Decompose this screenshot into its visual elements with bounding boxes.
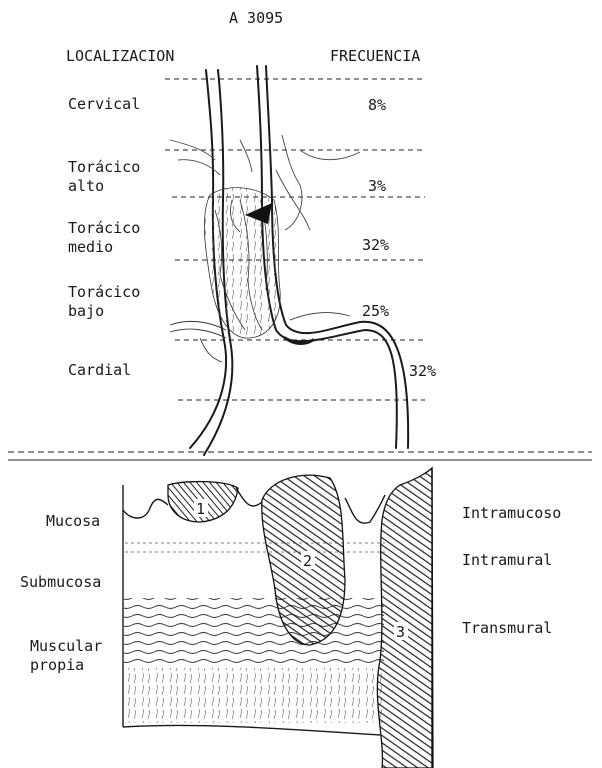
tumor-3 bbox=[377, 468, 433, 768]
serosa-band bbox=[124, 668, 384, 723]
tumor-1-marker: 1 bbox=[196, 500, 205, 519]
muscularis-band bbox=[124, 598, 384, 668]
panel-separator bbox=[8, 452, 592, 460]
submucosa-band bbox=[125, 543, 385, 552]
tumor-2-marker: 2 bbox=[303, 552, 312, 571]
tumor-3-marker: 3 bbox=[396, 623, 405, 642]
region-dividers bbox=[165, 79, 425, 400]
